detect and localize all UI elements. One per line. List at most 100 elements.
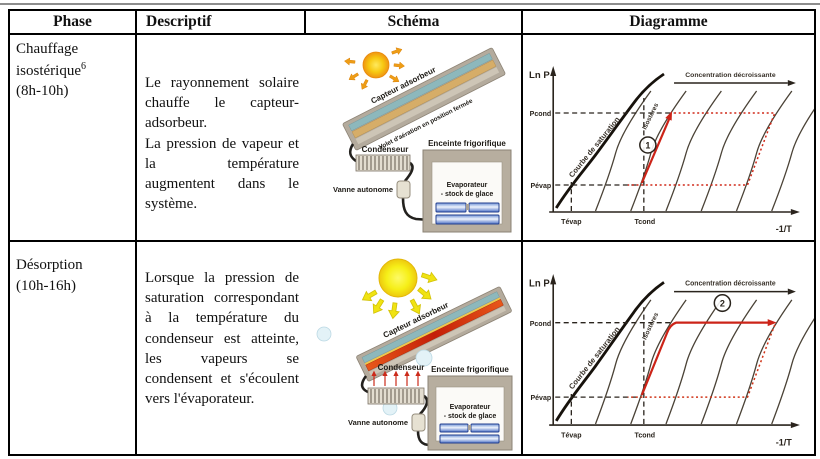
- header-row: Phase Descriptif Schéma Diagramme: [10, 11, 814, 35]
- cycle-arrow-head-icon: [767, 319, 777, 327]
- pipe: [419, 394, 429, 415]
- top-rule: [0, 3, 820, 5]
- condenser: [367, 387, 425, 405]
- y-axis-label: Ln P: [529, 278, 550, 289]
- evaporator-bar: [468, 202, 500, 213]
- condenser-label: Condenseur: [378, 363, 425, 372]
- concentration-label: Concentration décroissante: [685, 72, 776, 79]
- tick-label-tcond: Tcond: [635, 431, 656, 439]
- row-desorption: Désorption (10h-16h) Lorsque la pression…: [10, 242, 814, 454]
- tick-label-pevap: Pévap: [530, 394, 551, 402]
- diagram-cell: Ln P -1/T Concentration décroissante Cou…: [523, 242, 814, 454]
- header-cell-descriptif: Descriptif: [137, 11, 306, 33]
- clapeyron-diagram: Ln P -1/T Concentration décroissante Cou…: [529, 274, 814, 448]
- bar-connector: [468, 425, 471, 430]
- descriptif-cell: Le rayonnement solaire chauffe le capteu…: [137, 35, 306, 240]
- x-axis-label: -1/T: [776, 224, 793, 234]
- phase-name: Désorption: [16, 257, 83, 273]
- evaporator-label: Evaporateur: [447, 182, 488, 189]
- descriptif-paragraph: La pression de vapeur et la température …: [145, 135, 299, 213]
- x-axis-arrow-icon: [790, 209, 800, 215]
- tick-label-tevap: Tévap: [561, 219, 581, 226]
- clapeyron-diagram: Ln P -1/T Concentration décroissante Cou…: [529, 66, 814, 234]
- y-axis-arrow-icon: [550, 66, 557, 76]
- schema-cell: Capteur adsorbeur Condenseur: [306, 242, 523, 454]
- valve: [396, 180, 411, 199]
- evaporator-bar: [439, 434, 500, 444]
- phase-cell: Chauffage isostérique6 (8h-10h): [10, 35, 137, 240]
- saturation-curve: [555, 72, 665, 209]
- fridge-enclosure: Evaporateur - stock de glace: [427, 375, 513, 451]
- sun-icon: [362, 51, 390, 79]
- phase-cell: Désorption (10h-16h): [10, 242, 137, 454]
- valve: [411, 413, 426, 432]
- cycle-path-dotted: [627, 324, 776, 398]
- pipe: [404, 161, 414, 182]
- evaporator-bar: [439, 423, 469, 433]
- saturation-label: Courbe de saturation: [567, 115, 622, 179]
- step-badge: 2: [713, 293, 732, 313]
- diagram-axes: [549, 72, 791, 213]
- schema-cell: Capteur adsorbeur Volet d'aération en po…: [306, 35, 523, 240]
- y-axis-arrow-icon: [550, 274, 557, 285]
- heat-arrow-icons: [373, 376, 419, 386]
- phase-time: (8h-10h): [16, 83, 69, 99]
- valve-label: Vanne autonome: [333, 185, 393, 194]
- pipe: [401, 197, 431, 222]
- step-number: 1: [645, 141, 650, 151]
- tick-label-tcond: Tcond: [635, 219, 656, 226]
- header-cell-diagramme: Diagramme: [629, 13, 708, 30]
- evaporator-bar: [435, 202, 467, 213]
- descriptif-paragraph: Lorsque la pression de saturation corres…: [145, 270, 299, 408]
- isostere-lines: [594, 299, 814, 425]
- y-axis-label: Ln P: [529, 70, 550, 81]
- valve-label: Vanne autonome: [348, 418, 408, 427]
- step-badge: 1: [639, 136, 657, 154]
- concentration-arrow-head-icon: [787, 80, 796, 86]
- tick-label-pcond: Pcond: [530, 111, 552, 118]
- tick-label-tevap: Tévap: [561, 431, 582, 439]
- phase-time: (10h-16h): [16, 277, 76, 294]
- cycle-arrow-solid: [640, 116, 672, 184]
- x-axis-arrow-icon: [790, 421, 800, 429]
- diagram-cell: Ln P -1/T Concentration décroissante Cou…: [523, 35, 814, 240]
- pipe: [360, 375, 369, 394]
- condenser: [355, 154, 411, 172]
- fridge-label: Enceinte frigorifique: [431, 365, 509, 374]
- sun-icon: [378, 258, 418, 298]
- schema-drawing: Capteur adsorbeur Condenseur: [316, 258, 513, 451]
- phases-table: Phase Descriptif Schéma Diagramme Chauff…: [8, 9, 816, 456]
- tick-label-pcond: Pcond: [530, 320, 551, 328]
- diagram-axes: [549, 280, 791, 426]
- evaporator-bar: [435, 214, 500, 225]
- cycle-path-dotted: [627, 112, 776, 186]
- step-number: 2: [720, 299, 725, 309]
- evaporator-bar: [470, 423, 500, 433]
- snowflake-icons: [316, 326, 433, 416]
- phase-name: Chauffage isostérique: [16, 41, 81, 79]
- cycle-arrow-solid: [640, 321, 771, 396]
- bar-connector: [466, 204, 469, 210]
- condenser-label: Condenseur: [362, 145, 409, 154]
- evaporator-label: Evaporateur: [450, 404, 491, 411]
- descriptif-cell: Lorsque la pression de saturation corres…: [137, 242, 306, 454]
- solar-collector: Capteur adsorbeur: [356, 286, 512, 382]
- concentration-label: Concentration décroissante: [685, 280, 776, 287]
- phase-footnote: 6: [81, 60, 86, 72]
- saturation-curve: [555, 281, 665, 422]
- x-axis-label: -1/T: [776, 438, 792, 448]
- header-cell-schema: Schéma: [306, 11, 523, 33]
- pipe: [348, 143, 357, 163]
- cycle-arrow-head-icon: [665, 111, 673, 121]
- ice-stock-label: - stock de glace: [441, 191, 494, 198]
- saturation-label: Courbe de saturation: [567, 325, 622, 392]
- fridge-enclosure: Evaporateur - stock de glace: [422, 149, 512, 233]
- concentration-arrow-head-icon: [787, 288, 796, 295]
- fridge-label: Enceinte frigorifique: [428, 139, 506, 148]
- row-chauffage-isosterique: Chauffage isostérique6 (8h-10h) Le rayon…: [10, 35, 814, 242]
- tick-label-pevap: Pévap: [530, 183, 551, 190]
- heat-arrow-heads: [371, 370, 421, 376]
- descriptif-paragraph: Le rayonnement solaire chauffe le capteu…: [145, 75, 299, 132]
- header-cell-phase: Phase: [10, 11, 137, 33]
